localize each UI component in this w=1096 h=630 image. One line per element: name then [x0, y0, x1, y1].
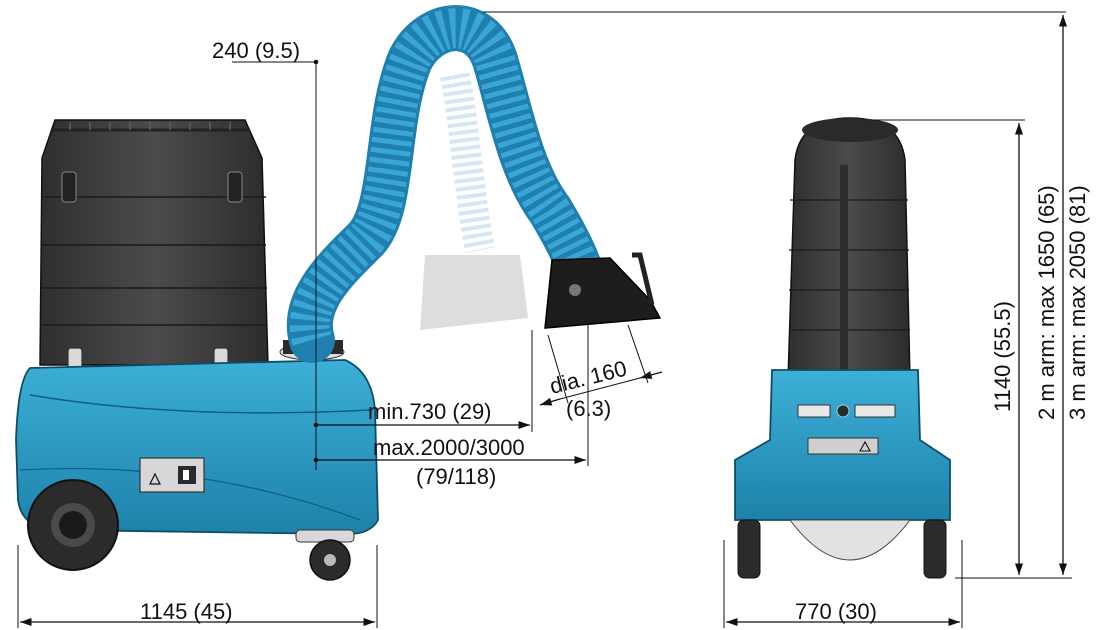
label-body-height: 1140 (55.5): [990, 301, 1015, 412]
dimension-labels: 1145 (45) 240 (9.5) min.730 (29) max.200…: [140, 38, 1090, 624]
dimension-lines: [17, 11, 1072, 628]
label-lift-height: 240 (9.5): [212, 38, 300, 63]
caster-wheel: [295, 529, 355, 581]
label-height-2m-arm: 2 m arm: max 1650 (65): [1034, 185, 1059, 420]
label-hood-diameter-inch: (6.3): [566, 396, 611, 421]
rear-wheel: [27, 479, 119, 571]
label-front-width: 770 (30): [795, 599, 877, 624]
label-reach-max: max.2000/3000: [373, 435, 525, 460]
extraction-hose: [287, 5, 603, 363]
extraction-hood: [544, 252, 662, 329]
control-panel: [139, 457, 205, 493]
warning-triangle-icon: [149, 472, 161, 485]
side-view-unit: [15, 5, 662, 581]
filter-housing: [39, 119, 269, 405]
label-reach-max-inch: (79/118): [416, 464, 496, 489]
front-view-unit: [734, 117, 951, 579]
label-height-3m-arm: 3 m arm: max 2050 (81): [1065, 185, 1090, 420]
label-overall-length: 1145 (45): [140, 599, 233, 624]
label-reach-min: min.730 (29): [368, 399, 492, 424]
warning-triangle-icon: [859, 440, 871, 452]
hood-ghost: [420, 255, 528, 330]
